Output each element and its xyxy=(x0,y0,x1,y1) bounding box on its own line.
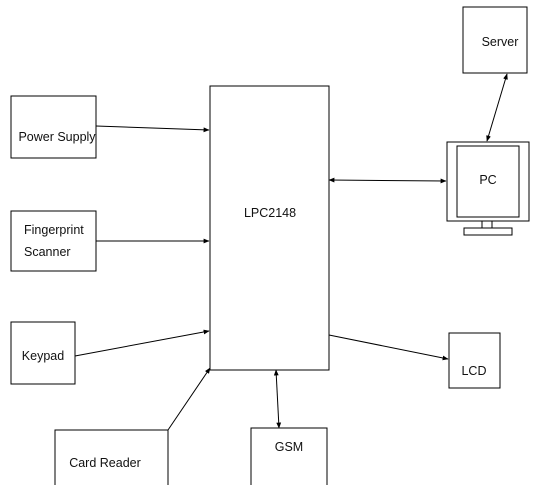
lcd-block: LCD xyxy=(448,332,501,389)
gsm-label: GSM xyxy=(275,440,303,454)
keypad-label: Keypad xyxy=(22,349,64,363)
keypad-block: Keypad xyxy=(10,321,76,385)
pc-label: PC xyxy=(479,173,496,187)
arrow-power-to-mcu xyxy=(95,125,210,133)
arrow-cardreader-to-mcu xyxy=(167,367,211,431)
arrow-keypad-to-mcu xyxy=(74,329,210,357)
arrow-pc-server xyxy=(486,73,508,142)
fingerprint-label-line1: Fingerprint xyxy=(24,223,84,237)
power-supply-block: Power Supply xyxy=(10,95,97,159)
pc-monitor-neck xyxy=(481,220,493,229)
power-supply-label: Power Supply xyxy=(18,130,96,144)
card-reader-label: Card Reader xyxy=(69,456,141,470)
arrow-mcu-to-lcd xyxy=(328,334,449,361)
arrow-mcu-gsm xyxy=(273,369,282,429)
fingerprint-scanner-block: Fingerprint Scanner xyxy=(10,210,97,272)
gsm-block: GSM xyxy=(250,427,328,485)
arrow-mcu-pc xyxy=(328,177,447,184)
pc-monitor-stand xyxy=(463,227,513,236)
card-reader-block: Card Reader xyxy=(54,429,169,485)
fingerprint-label-line2: Scanner xyxy=(24,245,71,259)
server-label: Server xyxy=(482,35,519,49)
pc-monitor-screen xyxy=(456,145,520,218)
lcd-label: LCD xyxy=(461,364,486,378)
server-block: Server xyxy=(462,6,528,74)
lpc2148-label: LPC2148 xyxy=(244,206,296,220)
pc-block: PC xyxy=(446,141,530,236)
lpc2148-block: LPC2148 xyxy=(209,85,330,371)
